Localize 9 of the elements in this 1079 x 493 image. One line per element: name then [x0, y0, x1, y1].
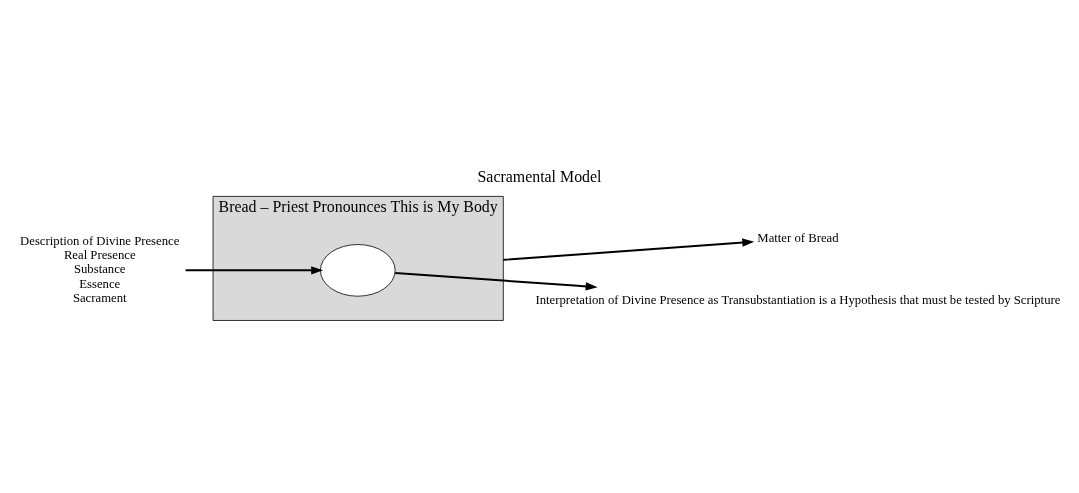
node-text: Matter of Bread — [757, 230, 839, 245]
arrow — [502, 238, 755, 261]
node-text: Description of Divine Presence Real Presence Substance Essence Sacrament — [20, 233, 180, 306]
arrow — [394, 271, 598, 291]
diagram-title: Sacramental Model — [477, 168, 602, 186]
node-ellipse — [320, 244, 396, 297]
cluster: Bread – Priest Pronounces This is My Body — [212, 196, 504, 321]
node-text: Interpretation of Divine Presence as Transubstantiation is a Hypothesis that must be tested by Scripture — [535, 293, 1061, 308]
arrow — [184, 266, 324, 275]
